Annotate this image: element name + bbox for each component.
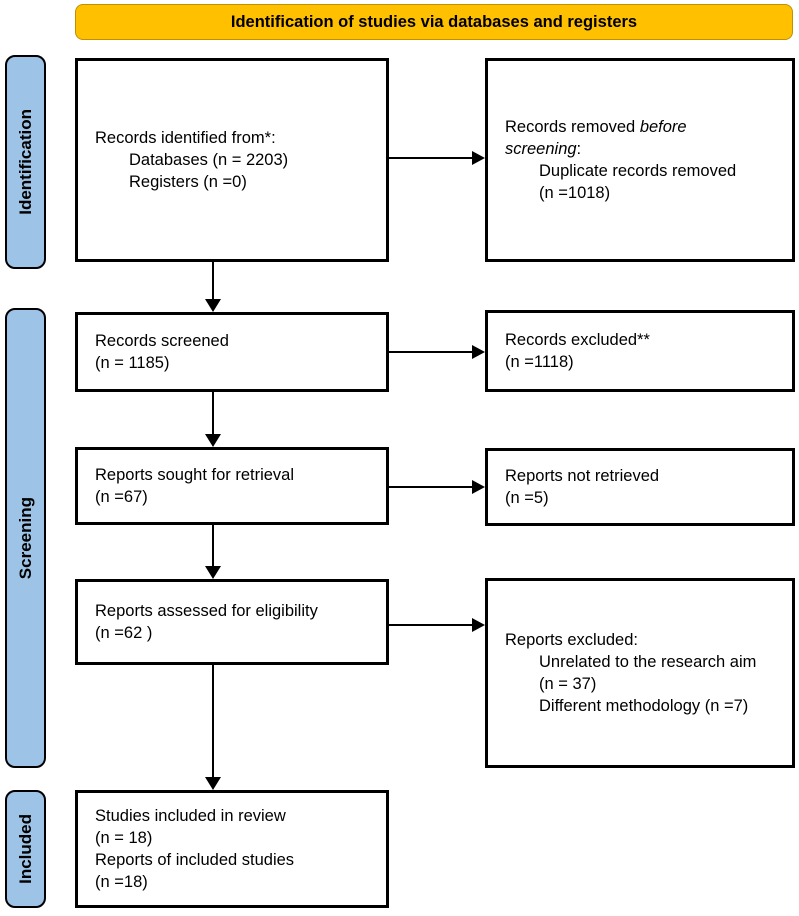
arrow-screened-to-sought — [205, 392, 221, 447]
reports-assessed-line2: (n =62 ) — [95, 624, 153, 642]
arrow-assessed-to-reports-excluded — [389, 618, 485, 632]
arrow-sought-to-assessed — [205, 525, 221, 579]
box-reports-sought: Reports sought for retrieval (n =67) — [75, 447, 389, 525]
box-reports-not-retrieved: Reports not retrieved (n =5) — [485, 448, 795, 526]
box-records-excluded: Records excluded** (n =1118) — [485, 310, 795, 392]
records-identified-line3: Registers (n =0) — [129, 173, 247, 191]
reports-assessed-line1: Reports assessed for eligibility — [95, 602, 318, 620]
stage-included: Included — [5, 790, 46, 908]
records-screened-line2: (n = 1185) — [95, 354, 170, 372]
arrow-head-down-icon — [205, 434, 221, 447]
records-identified-line1: Records identified from*: — [95, 129, 276, 147]
studies-included-line2: (n = 18) — [95, 829, 153, 847]
studies-included-line4: (n =18) — [95, 873, 148, 891]
reports-not-retrieved-line2: (n =5) — [505, 489, 549, 507]
arrow-head-down-icon — [205, 299, 221, 312]
studies-included-line1: Studies included in review — [95, 807, 286, 825]
box-studies-included: Studies included in review (n = 18) Repo… — [75, 790, 389, 908]
banner-title-label: Identification of studies via databases … — [230, 12, 638, 31]
stage-screening: Screening — [5, 308, 46, 768]
arrow-sought-to-not-retrieved — [389, 480, 485, 494]
records-removed-line2: screening: — [505, 140, 582, 158]
reports-sought-line1: Reports sought for retrieval — [95, 466, 295, 484]
reports-not-retrieved-line1: Reports not retrieved — [505, 467, 660, 485]
studies-included-line3: Reports of included studies — [95, 851, 295, 869]
reports-sought-line2: (n =67) — [95, 488, 148, 506]
arrow-head-right-icon — [472, 151, 485, 165]
arrow-identified-to-removed — [389, 151, 485, 165]
reports-excluded-line2: Unrelated to the research aim — [539, 653, 757, 671]
arrow-head-right-icon — [472, 345, 485, 359]
arrow-head-down-icon — [205, 566, 221, 579]
records-screened-line1: Records screened — [95, 332, 229, 350]
arrow-screened-to-excluded — [389, 345, 485, 359]
arrow-head-right-icon — [472, 618, 485, 632]
reports-excluded-line3: (n = 37) — [539, 675, 597, 693]
arrow-head-right-icon — [472, 480, 485, 494]
reports-excluded-line1: Reports excluded: — [505, 631, 638, 649]
records-identified-line2: Databases (n = 2203) — [129, 151, 289, 169]
box-records-screened: Records screened (n = 1185) — [75, 312, 389, 392]
stage-identification: Identification — [5, 55, 46, 269]
arrow-assessed-to-included — [205, 665, 221, 790]
reports-excluded-line4: Different methodology (n =7) — [539, 697, 749, 715]
stage-screening-label: Screening — [15, 496, 35, 580]
records-excluded-line1: Records excluded** — [505, 331, 650, 349]
records-removed-line1: Records removed before — [505, 118, 687, 136]
arrow-identified-to-screened — [205, 262, 221, 312]
arrow-head-down-icon — [205, 777, 221, 790]
banner-title: Identification of studies via databases … — [75, 4, 793, 40]
records-excluded-line2: (n =1118) — [505, 353, 574, 371]
box-reports-assessed: Reports assessed for eligibility (n =62 … — [75, 579, 389, 665]
box-records-identified: Records identified from*: Databases (n =… — [75, 58, 389, 262]
box-records-removed: Records removed before screening: Duplic… — [485, 58, 795, 262]
stage-identification-label: Identification — [15, 109, 35, 215]
records-removed-line3: Duplicate records removed — [539, 162, 737, 180]
records-removed-line4: (n =1018) — [539, 184, 611, 202]
stage-included-label: Included — [15, 814, 35, 884]
box-reports-excluded: Reports excluded: Unrelated to the resea… — [485, 578, 795, 768]
